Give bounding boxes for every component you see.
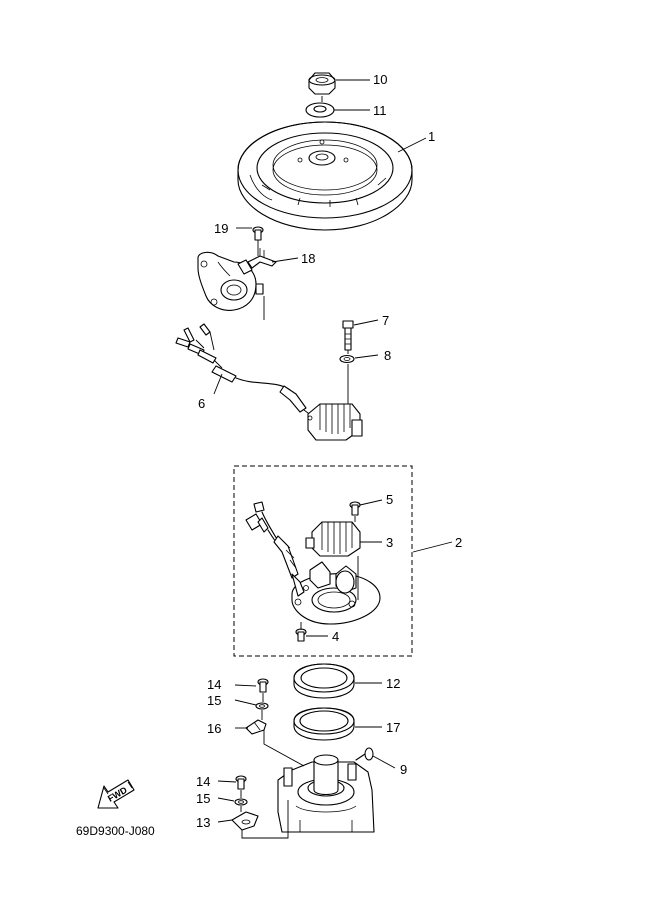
callout-13: 13 xyxy=(196,815,210,830)
diagram-code: 69D9300-J080 xyxy=(76,824,155,838)
callout-19: 19 xyxy=(214,221,228,236)
bolt-part-7 xyxy=(342,320,354,351)
ring-part-17 xyxy=(293,707,355,741)
assembly-guide-lines xyxy=(240,96,359,839)
pulser-coil-part xyxy=(197,251,264,311)
ring-part-12 xyxy=(293,663,355,699)
callout-4: 4 xyxy=(332,629,339,644)
callout-18: 18 xyxy=(301,251,315,266)
callout-6: 6 xyxy=(198,396,205,411)
callout-3: 3 xyxy=(386,535,393,550)
pin-part-9 xyxy=(355,747,374,761)
screw-part-4 xyxy=(295,628,307,642)
callout-8: 8 xyxy=(384,348,391,363)
callout-9: 9 xyxy=(400,762,407,777)
callout-5: 5 xyxy=(386,492,393,507)
callout-16: 16 xyxy=(207,721,221,736)
callout-10: 10 xyxy=(373,72,387,87)
screw-part-14-lower xyxy=(235,775,247,790)
leader-lines xyxy=(213,79,453,823)
bracket-part-18 xyxy=(247,248,277,269)
screw-part-19 xyxy=(252,226,264,241)
assembly-box xyxy=(233,465,413,657)
callout-17: 17 xyxy=(386,720,400,735)
callout-12: 12 xyxy=(386,676,400,691)
engine-housing-part xyxy=(277,754,375,833)
clamp-part-16 xyxy=(245,719,267,735)
screw-part-14-upper xyxy=(257,678,269,693)
ignition-coil-part xyxy=(305,521,361,557)
clamp-part-13 xyxy=(231,811,259,831)
rectifier-part xyxy=(307,403,363,441)
stator-wires xyxy=(245,501,305,597)
washer-part xyxy=(305,102,335,118)
nut-part xyxy=(308,72,336,95)
callout-14-lower: 14 xyxy=(196,774,210,789)
washer-part-15-upper xyxy=(255,702,269,710)
callout-15-lower: 15 xyxy=(196,791,210,806)
washer-part-8 xyxy=(339,354,355,364)
screw-part-5 xyxy=(349,501,361,516)
callout-2: 2 xyxy=(455,535,462,550)
washer-part-15-lower xyxy=(234,798,248,806)
callout-7: 7 xyxy=(382,313,389,328)
wire-harness-part xyxy=(175,323,313,417)
stator-plate-part xyxy=(291,561,381,625)
callout-14-upper: 14 xyxy=(207,677,221,692)
callout-15-upper: 15 xyxy=(207,693,221,708)
callout-labels: 10 11 1 19 18 7 8 6 5 3 2 4 14 12 15 16 … xyxy=(196,72,462,830)
fwd-arrow-icon: FWD xyxy=(97,779,135,809)
callout-11: 11 xyxy=(373,103,387,118)
callout-1: 1 xyxy=(428,129,435,144)
flywheel-part xyxy=(237,121,413,231)
